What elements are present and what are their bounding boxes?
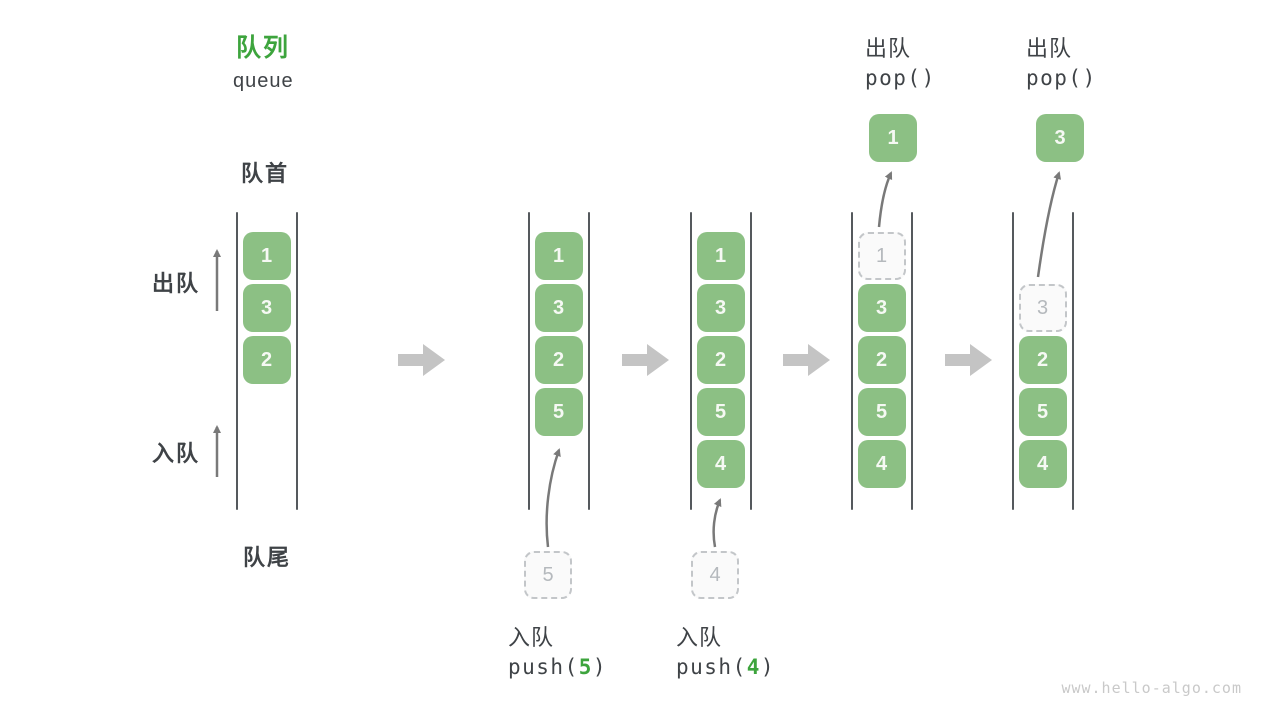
queue-item: 4	[696, 440, 745, 488]
queue-item: 1	[696, 232, 745, 280]
front-label: 队首	[241, 161, 290, 186]
queue-item: 5	[696, 388, 745, 436]
op-label-push: 入队	[508, 625, 555, 650]
queue-item: 2	[242, 336, 291, 384]
op-arg: 5	[578, 655, 593, 679]
queue-item: 3	[534, 284, 583, 332]
dequeue-side-label: 出队	[152, 271, 201, 296]
op-label-push: 入队	[676, 625, 723, 650]
op-code-pop: pop()	[1026, 66, 1097, 90]
queue-wall-right	[588, 212, 590, 510]
queue-wall-right	[296, 212, 298, 510]
incoming-item: 5	[524, 551, 572, 599]
queue-item: 5	[857, 388, 906, 436]
queue-item: 3	[696, 284, 745, 332]
op-code-pop: pop()	[865, 66, 936, 90]
queue-item: 4	[857, 440, 906, 488]
queue-wall-left	[1012, 212, 1014, 510]
op-code-push: push(4)	[676, 655, 776, 679]
op-code-push: push(5)	[508, 655, 608, 679]
rear-label: 队尾	[243, 545, 292, 570]
op-label-pop: 出队	[1026, 36, 1073, 61]
queue-wall-right	[750, 212, 752, 510]
state-transition-arrow-4	[945, 344, 992, 376]
queue-wall-left	[851, 212, 853, 510]
queue-item-dashed: 3	[1018, 284, 1067, 332]
queue-item: 3	[857, 284, 906, 332]
op-label-pop: 出队	[865, 36, 912, 61]
state-transition-arrow-3	[783, 344, 830, 376]
queue-title-en: queue	[233, 70, 294, 92]
queue-wall-left	[528, 212, 530, 510]
queue-item: 4	[1018, 440, 1067, 488]
enqueue-side-label: 入队	[152, 441, 201, 466]
queue-item: 5	[1018, 388, 1067, 436]
queue-wall-left	[690, 212, 692, 510]
queue-wall-left	[236, 212, 238, 510]
queue-item-dashed: 1	[857, 232, 906, 280]
queue-item: 5	[534, 388, 583, 436]
state-transition-arrow-1	[398, 344, 445, 376]
queue-item: 1	[534, 232, 583, 280]
queue-item: 2	[696, 336, 745, 384]
op-arg: 4	[746, 655, 761, 679]
incoming-item: 4	[691, 551, 739, 599]
popped-item: 1	[869, 114, 917, 162]
queue-item: 1	[242, 232, 291, 280]
queue-item: 2	[1018, 336, 1067, 384]
queue-wall-right	[1072, 212, 1074, 510]
queue-wall-right	[911, 212, 913, 510]
queue-item: 3	[242, 284, 291, 332]
queue-item: 2	[857, 336, 906, 384]
watermark: www.hello-algo.com	[1061, 679, 1242, 697]
queue-title: 队列	[236, 34, 291, 62]
queue-item: 2	[534, 336, 583, 384]
state-transition-arrow-2	[622, 344, 669, 376]
popped-item: 3	[1036, 114, 1084, 162]
